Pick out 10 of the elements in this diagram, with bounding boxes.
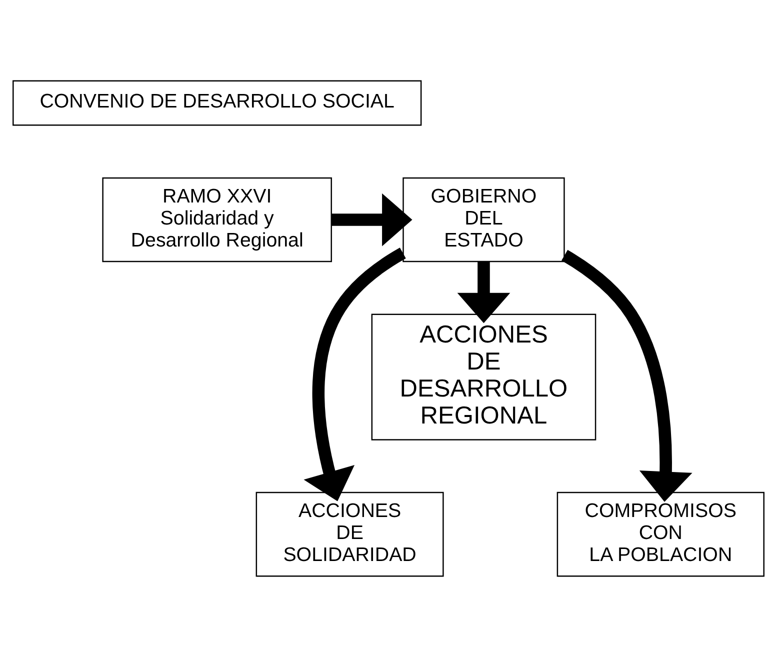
node-box: COMPROMISOS CON LA POBLACION	[556, 492, 764, 577]
arrow	[561, 250, 692, 502]
arrow	[457, 262, 510, 324]
node-box: ACCIONES DE SOLIDARIDAD	[256, 492, 444, 577]
arrow	[304, 248, 406, 502]
node-box: ACCIONES DE DESARROLLO REGIONAL	[371, 314, 596, 440]
node-box: CONVENIO DE DESARROLLO SOCIAL	[12, 80, 422, 126]
arrow	[332, 193, 412, 246]
node-box: GOBIERNO DEL ESTADO	[402, 177, 565, 262]
node-box: RAMO XXVI Solidaridad y Desarrollo Regional	[102, 177, 332, 262]
